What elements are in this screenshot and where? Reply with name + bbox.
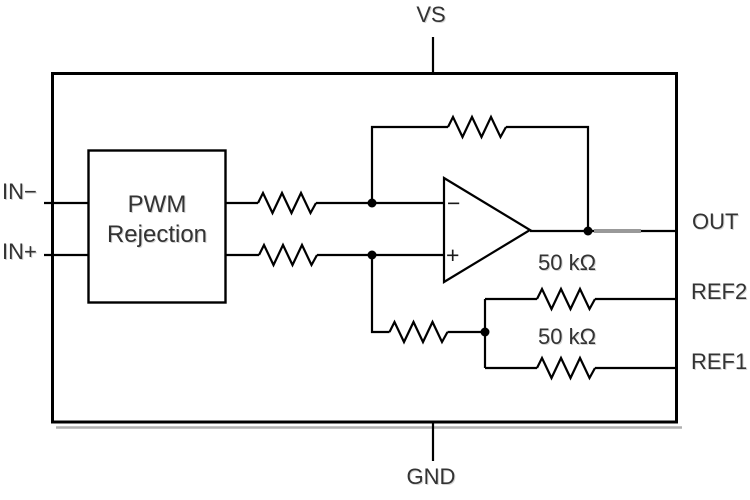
pin-label-ref1: REF1: [691, 349, 748, 374]
resistor-input-minus: [257, 190, 317, 216]
opamp-triangle: [442, 176, 533, 284]
opamp-plus-sign: +: [446, 242, 460, 268]
pwm-rejection-box: [87, 149, 227, 304]
resistor-ref-common: [388, 319, 449, 345]
resistor-value-ref1: 50 kΩ: [537, 324, 597, 349]
junction-dot-minus: [367, 198, 377, 208]
resistor-feedback: [447, 114, 507, 140]
pin-label-out: OUT: [692, 209, 739, 234]
resistor-ref2: [536, 286, 596, 312]
pwm-block-label-line2: Rejection: [106, 221, 208, 248]
junction-dot-ref: [480, 327, 490, 337]
junction-dot-plus: [367, 250, 377, 260]
pin-label-in-plus: IN+: [2, 239, 37, 264]
pwm-block-label-line1: PWM: [127, 191, 187, 218]
pin-label-ref2: REF2: [691, 279, 748, 304]
ic-boundary-box: [51, 72, 678, 424]
pwm-block-label: PWM Rejection: [88, 190, 226, 250]
resistor-ref1: [536, 355, 596, 381]
wire-ref-common: [370, 255, 485, 334]
pin-label-gnd: GND: [406, 464, 456, 489]
pin-label-in-minus: IN−: [2, 179, 37, 204]
opamp-minus-sign: −: [447, 190, 461, 216]
resistor-input-plus: [258, 242, 318, 268]
pin-label-vs: VS: [416, 2, 446, 27]
wire-feedback: [370, 125, 590, 231]
resistor-value-ref2: 50 kΩ: [537, 250, 597, 275]
junction-dot-output: [583, 226, 593, 236]
